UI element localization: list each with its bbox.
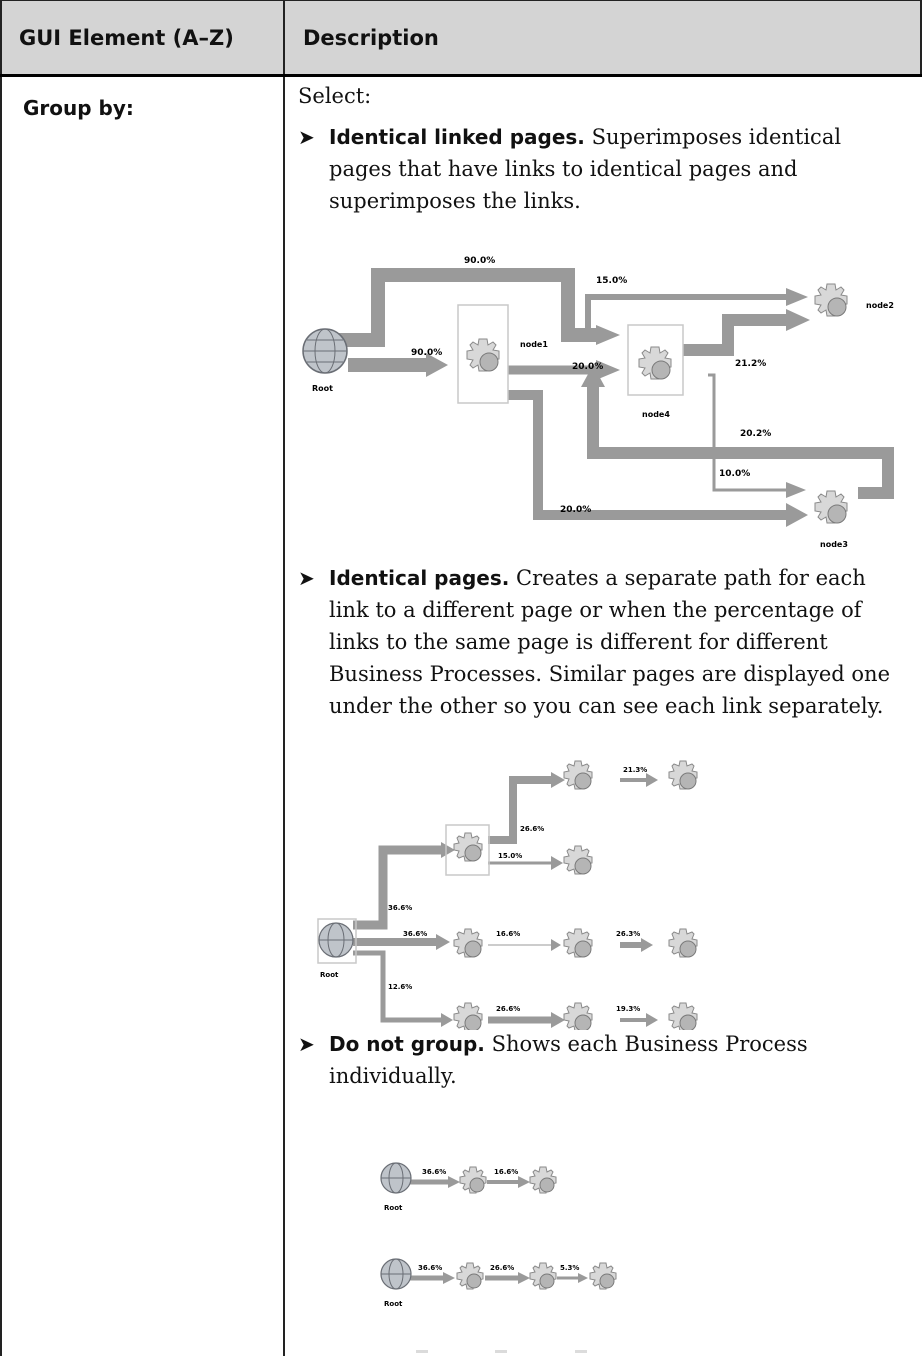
diagram2-link-label: 26.3% <box>616 930 640 938</box>
diagram1-link-label: 20.2% <box>740 429 771 439</box>
option-title: Do not group. <box>329 1032 485 1056</box>
diagram1-link-label: 90.0% <box>464 256 495 266</box>
option-title: Identical pages. <box>329 566 510 590</box>
diagram1-label-node1: node1 <box>520 340 548 349</box>
diagram1-label-node2: node2 <box>866 301 894 310</box>
row-label-group-by: Group by: <box>23 96 134 120</box>
identical-linked-pages-diagram: Root node1 node2 node3 node4 90.0% 90.0%… <box>302 256 894 549</box>
diagram2-link-label: 21.3% <box>623 766 647 774</box>
column-divider <box>283 0 285 1356</box>
diagram3-link-label: 5.3% <box>560 1264 579 1272</box>
table-header-row <box>0 0 921 76</box>
diagram1-link-label: 20.0% <box>572 362 603 372</box>
diagram3-link-label: 36.6% <box>422 1168 446 1176</box>
root-globe-icon <box>302 328 348 374</box>
diagram2-link-label: 26.6% <box>520 825 544 833</box>
do-not-group-diagram: Root Root 36.6% 16.6% 36.6% 26.6% 5.3% <box>380 1162 617 1353</box>
root-globe-icon <box>318 922 354 958</box>
bullet-arrow-icon: ➤ <box>298 125 315 149</box>
root-globe-icon <box>380 1258 412 1290</box>
diagram1-link-label: 10.0% <box>719 469 750 479</box>
diagram1-link-label: 21.2% <box>735 359 766 369</box>
diagram3-label-root: Root <box>384 1300 403 1308</box>
diagram2-link-label: 15.0% <box>498 852 522 860</box>
diagram2-link-label: 26.6% <box>496 1005 520 1013</box>
header-description: Description <box>303 26 439 50</box>
diagram2-link-label: 19.3% <box>616 1005 640 1013</box>
option-title: Identical linked pages. <box>329 125 585 149</box>
root-globe-icon <box>380 1162 412 1194</box>
option-description: Shows each Business Process individually… <box>329 1032 808 1088</box>
bullet-arrow-icon: ➤ <box>298 1032 315 1056</box>
diagram3-link-label: 16.6% <box>494 1168 518 1176</box>
table-left-border <box>0 0 2 1356</box>
option-identical-linked-pages: ➤ Identical linked pages. Superimposes i… <box>298 121 910 217</box>
bullet-arrow-icon: ➤ <box>298 566 315 590</box>
diagram1-label-root: Root <box>312 384 333 393</box>
option-identical-pages: ➤ Identical pages. Creates a separate pa… <box>298 562 910 722</box>
select-intro: Select: <box>298 84 372 108</box>
diagram2-link-label: 36.6% <box>388 904 412 912</box>
table-right-border <box>920 0 922 76</box>
diagram2-link-label: 16.6% <box>496 930 520 938</box>
option-do-not-group: ➤ Do not group. Shows each Business Proc… <box>298 1028 910 1092</box>
header-gui-element: GUI Element (A–Z) <box>19 26 234 50</box>
diagram1-link-label: 15.0% <box>596 276 627 286</box>
diagram2-link-label: 36.6% <box>403 930 427 938</box>
diagram1-label-node3: node3 <box>820 540 848 549</box>
diagram1-label-node4: node4 <box>642 410 670 419</box>
header-bottom-border <box>0 74 922 77</box>
diagram1-link-label: 90.0% <box>411 348 442 358</box>
diagram2-link-label: 12.6% <box>388 983 412 991</box>
diagram3-link-label: 36.6% <box>418 1264 442 1272</box>
diagram3-link-label: 26.6% <box>490 1264 514 1272</box>
option-description: Superimposes identical pages that have l… <box>329 125 842 213</box>
identical-pages-diagram: Root 21.3% 26.6% 15.0% 36.6% 36.6% 16.6%… <box>317 760 698 1030</box>
diagram1-link-label: 20.0% <box>560 505 591 515</box>
option-description: Creates a separate path for each link to… <box>329 566 890 718</box>
diagram3-label-root: Root <box>384 1204 403 1212</box>
diagram2-label-root: Root <box>320 971 339 979</box>
